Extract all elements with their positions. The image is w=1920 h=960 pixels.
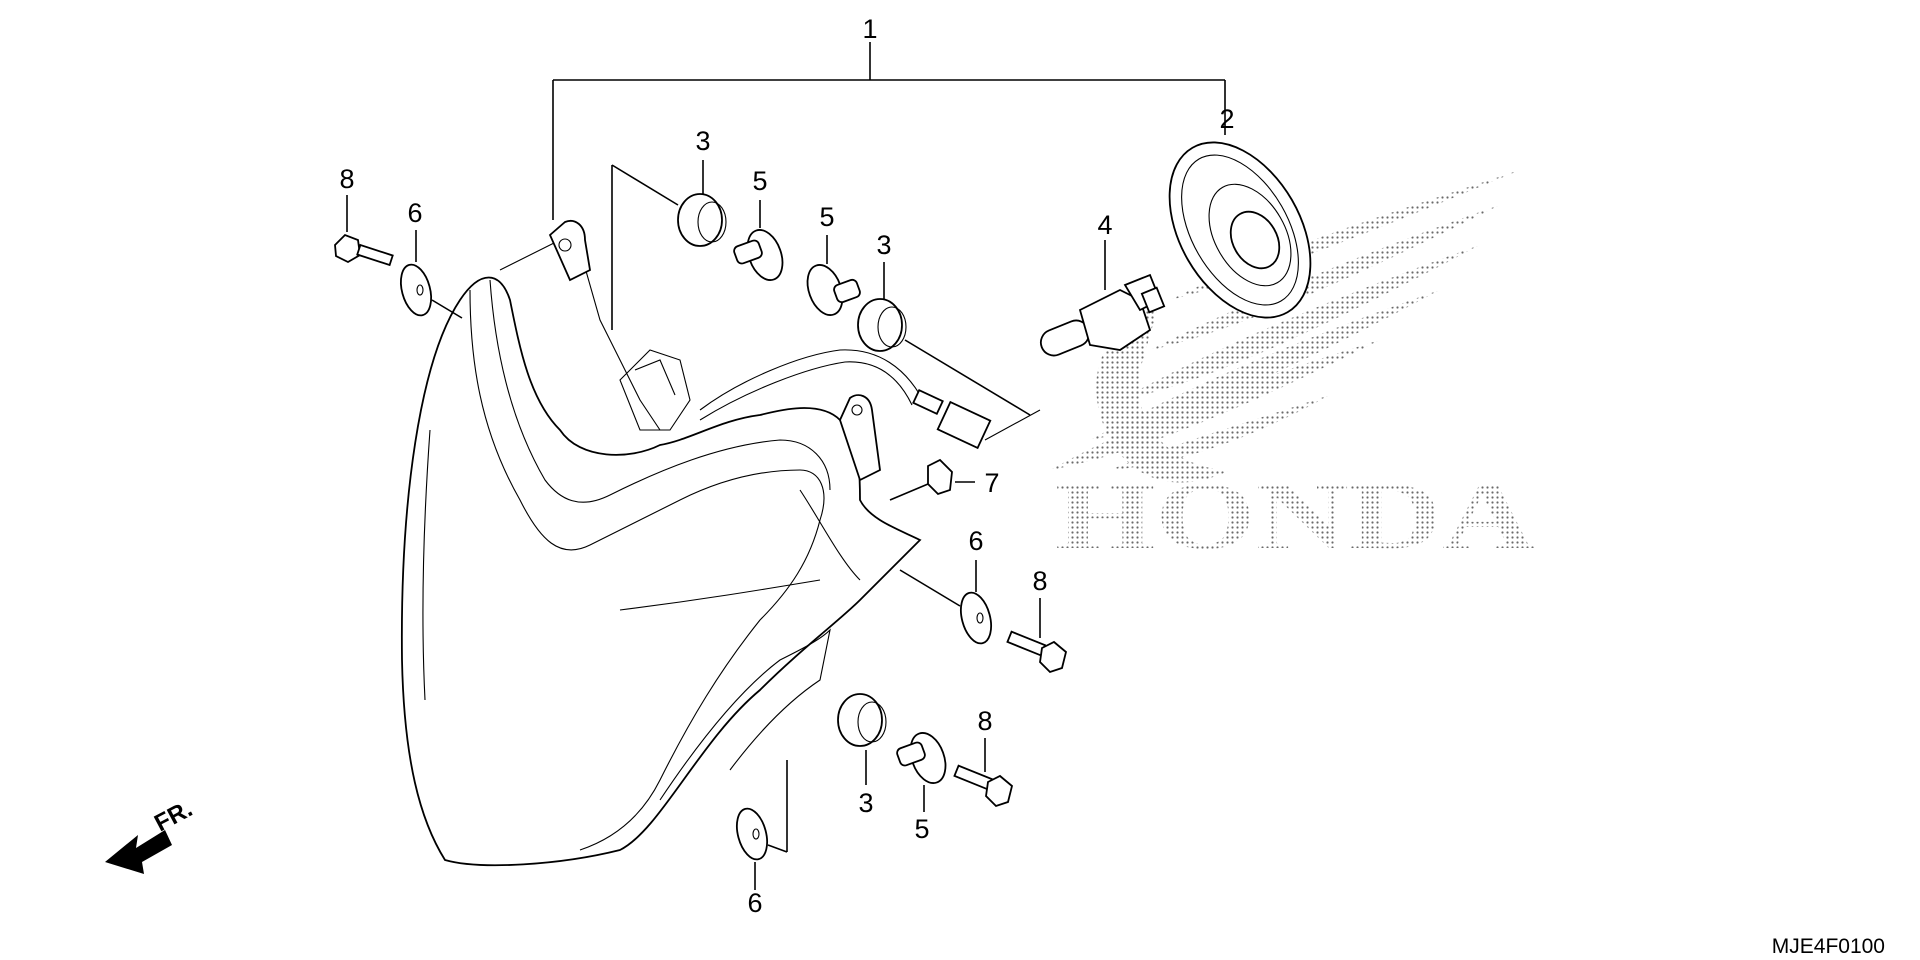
callout-8-right: 8 [1032, 566, 1047, 596]
diagram-code: MJE4F0100 [1772, 935, 1885, 958]
callout-3-middle: 3 [876, 230, 891, 260]
callout-5-top-left: 5 [752, 166, 767, 196]
collar-5a [733, 200, 784, 281]
socket-cover-2 [1168, 98, 1312, 319]
front-direction-label: FR. [150, 795, 197, 837]
headlight-housing [400, 220, 1041, 867]
callout-5-bottom: 5 [914, 814, 929, 844]
honda-watermark: HONDA [1055, 462, 1535, 569]
bolt-8a [334, 195, 394, 267]
headlight-bulb-4 [1039, 240, 1166, 357]
grommet-3b [857, 262, 1031, 416]
grommet-3a [611, 160, 727, 330]
callout-7: 7 [984, 468, 999, 498]
callout-4: 4 [1097, 210, 1112, 240]
washer-6b [899, 560, 993, 645]
callout-6-left: 6 [407, 198, 422, 228]
collar-5c [896, 732, 947, 812]
callout-8-bottom: 8 [977, 706, 992, 736]
callout-3-top: 3 [695, 126, 710, 156]
front-direction-arrow-icon [105, 830, 172, 874]
callout-6-right: 6 [968, 526, 983, 556]
clip-7 [889, 458, 975, 501]
bolt-8b [1006, 598, 1068, 674]
callout-8-left: 8 [339, 164, 354, 194]
callout-5-top-right: 5 [819, 202, 834, 232]
callout-3-bottom: 3 [858, 788, 873, 818]
callout-1: 1 [862, 14, 877, 44]
callout-6-bottom: 6 [747, 888, 762, 918]
washer-6a [399, 230, 463, 319]
assembly-bracket-1 [552, 42, 1226, 220]
washer-6c [735, 760, 788, 890]
grommet-3c [837, 693, 887, 785]
callout-2: 2 [1219, 104, 1234, 134]
bolt-8c [953, 738, 1014, 808]
collar-5b [806, 235, 861, 316]
